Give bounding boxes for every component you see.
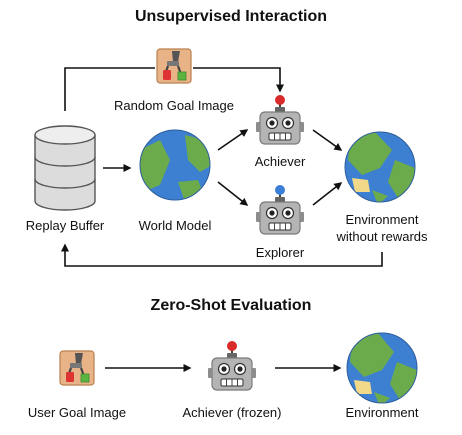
user-goal-image-label: User Goal Image xyxy=(27,405,127,420)
worldmodel-to-achiever-arrow xyxy=(217,129,249,151)
earth-globe-icon xyxy=(344,131,416,203)
robot-head-icon xyxy=(255,185,305,235)
worldmodel-to-explorer-arrow xyxy=(217,181,249,206)
explorer-label: Explorer xyxy=(255,245,305,260)
environment-to-replay-arrow xyxy=(61,243,383,267)
random-goal-image-label: Random Goal Image xyxy=(114,98,234,113)
environment-label-line2: without rewards xyxy=(336,229,428,244)
robot-head-icon xyxy=(255,95,305,145)
achiever-label: Achiever xyxy=(254,154,306,169)
robot-arm-goal-image-icon xyxy=(155,47,193,85)
explorer-to-environment-arrow xyxy=(312,182,343,206)
replay-buffer-label: Replay Buffer xyxy=(25,218,105,233)
bottom-section-title: Zero-Shot Evaluation xyxy=(150,297,312,314)
earth-globe-icon xyxy=(346,332,418,404)
world-model-label: World Model xyxy=(138,218,212,233)
achiever-frozen-label: Achiever (frozen) xyxy=(182,405,282,420)
top-section-title: Unsupervised Interaction xyxy=(134,8,328,25)
achiever-to-environment-arrow xyxy=(312,129,343,151)
environment-label-bottom: Environment xyxy=(345,405,419,420)
earth-globe-icon xyxy=(139,129,211,201)
environment-label-line1: Environment xyxy=(345,212,419,227)
robot-head-icon xyxy=(207,341,257,391)
robot-arm-goal-image-icon xyxy=(58,349,96,387)
database-icon xyxy=(34,125,96,211)
